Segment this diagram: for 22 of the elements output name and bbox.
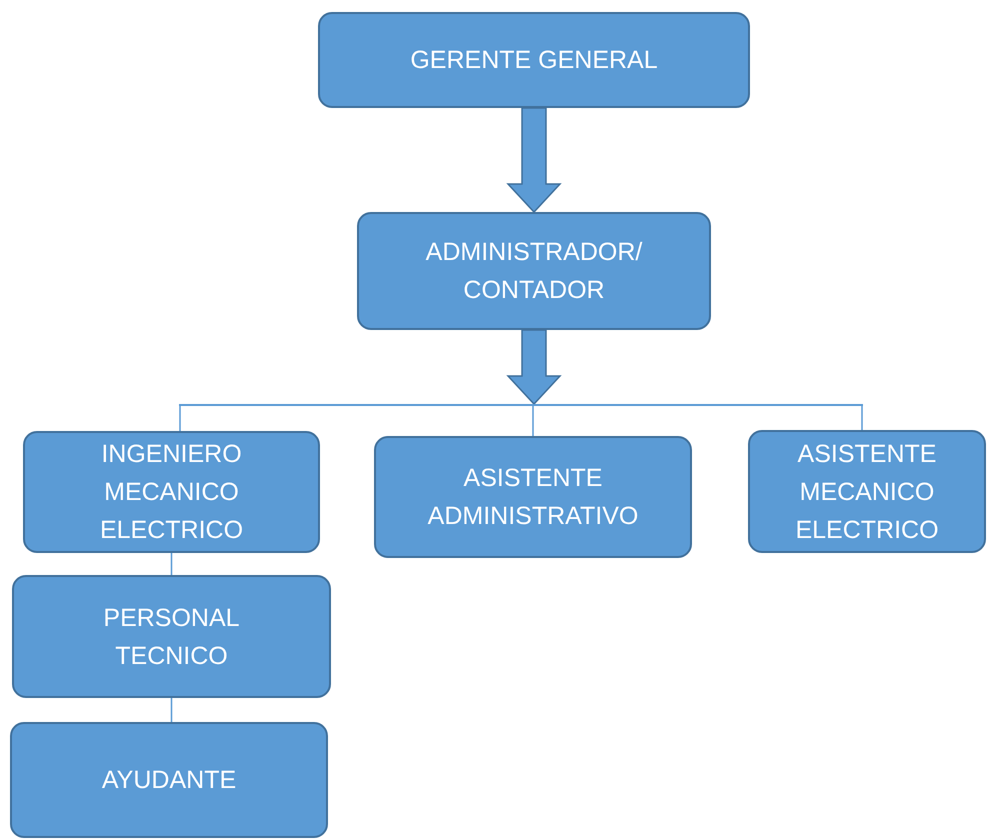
role-title: ADMINISTRADOR/ CONTADOR	[424, 237, 644, 306]
block-arrow	[506, 329, 562, 406]
role-title: AYUDANTE	[102, 765, 236, 796]
connector-line	[170, 698, 172, 722]
org-box	[374, 436, 692, 558]
org-box	[357, 212, 711, 330]
org-box	[318, 12, 750, 108]
role-title: ASISTENTE ADMINISTRATIVO	[426, 463, 640, 532]
connector-line	[179, 406, 181, 431]
org-box	[12, 575, 331, 698]
org-box	[23, 431, 320, 553]
role-title: GERENTE GENERAL	[410, 45, 658, 76]
role-title: INGENIERO MECANICO ELECTRICO	[98, 439, 244, 546]
block-arrow	[506, 107, 562, 214]
connector-line	[170, 553, 172, 575]
connector-line	[861, 406, 863, 430]
org-box	[748, 430, 986, 553]
bus-line	[179, 404, 863, 406]
role-title: ASISTENTE MECANICO ELECTRICO	[794, 438, 940, 546]
org-box	[10, 722, 328, 838]
connector-line	[532, 406, 534, 436]
role-title: PERSONAL TECNICO	[102, 602, 241, 672]
